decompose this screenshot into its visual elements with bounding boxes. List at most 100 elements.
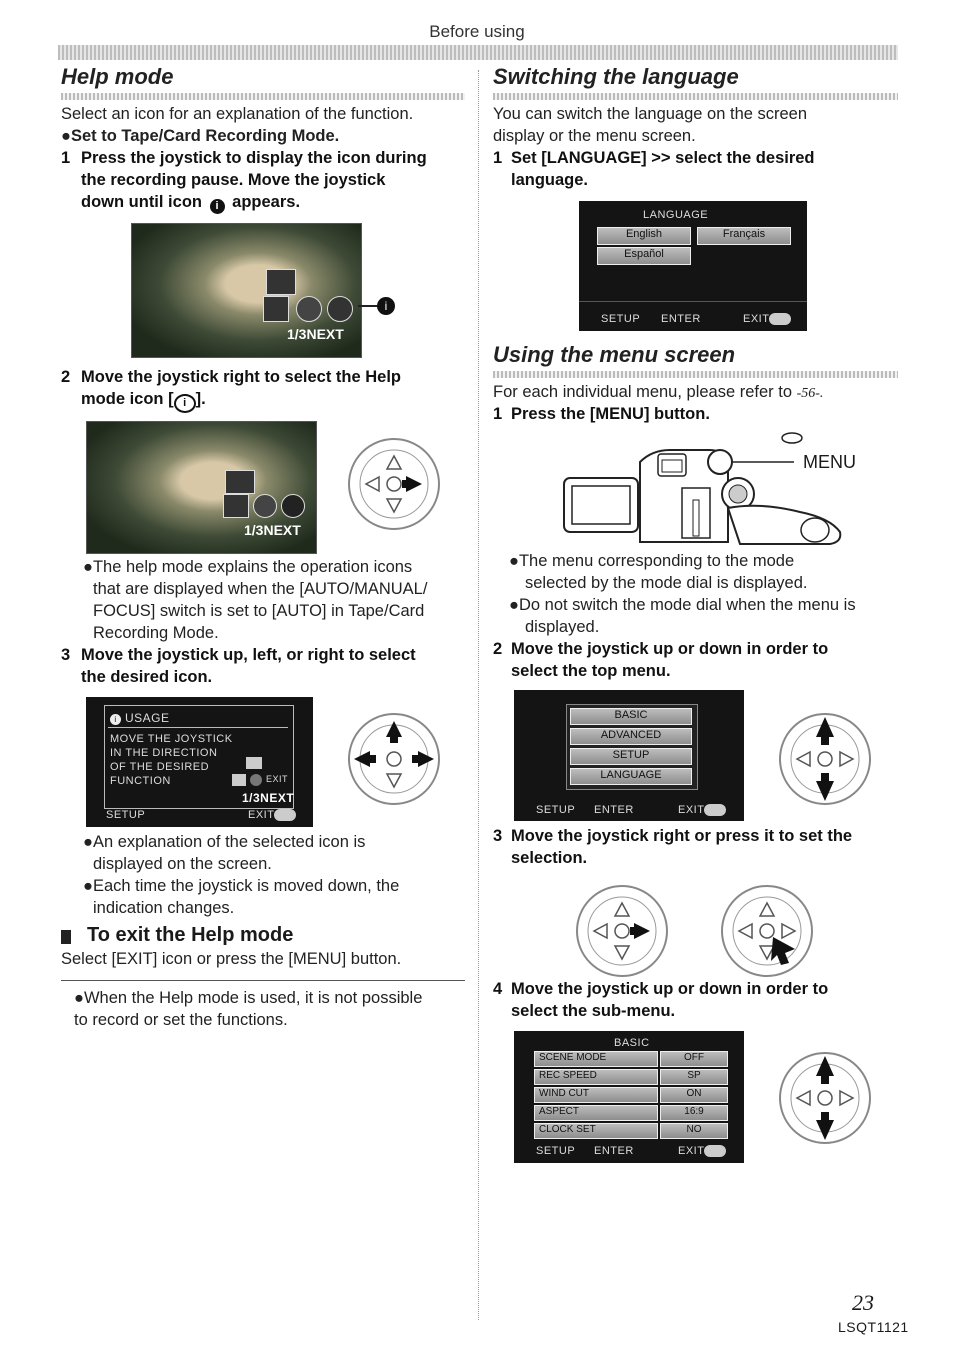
usage-header-text: USAGE: [125, 711, 170, 725]
joystick-right-icon-2: [576, 885, 668, 977]
sub-menu-item-value[interactable]: NO: [660, 1123, 728, 1139]
menu-step2-num: 2: [493, 640, 503, 658]
exit-help-text: Select [EXIT] icon or press the [MENU] b…: [61, 950, 402, 968]
help-bullet2-l2: displayed on the screen.: [93, 855, 272, 873]
help-step1-num: 1: [61, 149, 71, 167]
menu-intro-text: For each individual menu, please refer t…: [493, 383, 792, 401]
menu-step3-l2: selection.: [511, 849, 588, 867]
menu-bullet2-l2: displayed.: [525, 618, 600, 636]
help-bullet1-l4: Recording Mode.: [93, 624, 219, 642]
language-screen: LANGUAGE English Français Español SETUP …: [579, 201, 807, 331]
help-step1-line2: the recording pause. Move the joystick: [81, 171, 386, 189]
joystick-up-down-icon: [779, 713, 871, 805]
joystick-multi-direction-icon: [348, 713, 440, 805]
sub-menu-item-value[interactable]: 16:9: [660, 1105, 728, 1121]
sub-menu-footer-mid: ENTER: [594, 1145, 634, 1157]
menu-intro: For each individual menu, please refer t…: [493, 381, 823, 405]
menu-bullet1-l2: selected by the mode dial is displayed.: [525, 574, 808, 592]
joystick-press-icon: [721, 885, 813, 977]
sub-menu-item-label[interactable]: CLOCK SET: [534, 1123, 658, 1139]
language-intro-l1: You can switch the language on the scree…: [493, 105, 808, 123]
joystick-right-icon: [348, 438, 440, 530]
sub-menu-footer-left: SETUP: [536, 1145, 576, 1157]
sub-menu-item-value[interactable]: OFF: [660, 1051, 728, 1067]
exit-help-title: To exit the Help mode: [87, 924, 294, 946]
language-rule: [493, 93, 898, 100]
sub-menu-item-label[interactable]: WIND CUT: [534, 1087, 658, 1103]
help-bullet1-l3: FOCUS] switch is set to [AUTO] in Tape/C…: [93, 602, 425, 620]
language-option-english[interactable]: English: [597, 227, 691, 245]
top-menu-item-advanced[interactable]: ADVANCED: [570, 728, 692, 745]
usage-help-icon: [246, 757, 262, 769]
usage-footer-right: EXIT: [248, 809, 275, 821]
language-title: Switching the language: [493, 64, 739, 89]
help-mode-rule: [61, 93, 465, 100]
help-bullet1-l1: ●The help mode explains the operation ic…: [83, 558, 413, 576]
top-menu-footer-mid: ENTER: [594, 804, 634, 816]
language-footer-left: SETUP: [601, 313, 641, 325]
top-menu-menu-icon: [704, 804, 726, 816]
menu-step4-l2: select the sub-menu.: [511, 1002, 676, 1020]
help-mode-icon: i: [173, 394, 196, 413]
center-dot-icon: [296, 296, 322, 322]
language-footer-right: EXIT: [743, 313, 770, 325]
menu-title: Using the menu screen: [493, 342, 736, 367]
sub-menu-item-value[interactable]: SP: [660, 1069, 728, 1085]
top-menu-footer-right: EXIT: [678, 804, 705, 816]
help-step3-line1: Move the joystick up, left, or right to …: [81, 646, 416, 664]
language-option-francais[interactable]: Français: [697, 227, 791, 245]
help-step1-line3: down until icon i appears.: [81, 191, 300, 214]
card-icon: [263, 296, 289, 322]
menu-step3-l1: Move the joystick right or press it to s…: [511, 827, 853, 845]
usage-line4: FUNCTION: [110, 775, 171, 787]
sub-menu-item-label[interactable]: REC SPEED: [534, 1069, 658, 1085]
usage-header-rule: [108, 727, 288, 728]
sub-menu-header: BASIC: [614, 1037, 650, 1049]
menu-step1-num: 1: [493, 405, 503, 423]
sub-menu-item-label[interactable]: ASPECT: [534, 1105, 658, 1121]
callout-info-icon: i: [377, 297, 395, 315]
menu-step1-text: Press the [MENU] button.: [511, 405, 710, 423]
screen1-page-indicator: 1/3NEXT: [287, 326, 344, 342]
help-note-l1: ●When the Help mode is used, it is not p…: [74, 989, 423, 1007]
usage-info-icon: i: [110, 714, 121, 725]
menu-rule: [493, 371, 898, 378]
sub-menu-item-value[interactable]: ON: [660, 1087, 728, 1103]
language-option-espanol[interactable]: Español: [597, 247, 691, 265]
top-menu-item-language[interactable]: LANGUAGE: [570, 768, 692, 785]
help-mode-intro: Select an icon for an explanation of the…: [61, 105, 414, 123]
menu-bullet1-l1: ●The menu corresponding to the mode: [509, 552, 795, 570]
usage-header: i USAGE: [110, 711, 170, 725]
center-dot-icon-2: [253, 494, 277, 518]
exit-rule: [61, 980, 465, 981]
language-menu-icon: [769, 313, 791, 325]
language-footer-rule: [579, 301, 807, 302]
help-step2-line2-text: mode icon [: [81, 390, 174, 408]
help-step2-line2: mode icon [i].: [81, 388, 206, 413]
help-step3-line2: the desired icon.: [81, 668, 213, 686]
sub-menu-item-label[interactable]: SCENE MODE: [534, 1051, 658, 1067]
help-bullet1-l2: that are displayed when the [AUTO/MANUAL…: [93, 580, 428, 598]
page-number: 23: [852, 1290, 874, 1315]
card-icon-2: [223, 494, 249, 518]
help-mode-title: Help mode: [61, 64, 174, 89]
help-step1-line3-end: appears.: [232, 193, 301, 211]
screen2-page-indicator: 1/3NEXT: [244, 522, 301, 538]
header-bar: [58, 45, 898, 60]
exit-section-marker: [61, 930, 71, 944]
top-menu-item-setup[interactable]: SETUP: [570, 748, 692, 765]
column-divider: [478, 70, 479, 1320]
info-icon-screen: [327, 296, 353, 322]
language-step1-l1: Set [LANGUAGE] >> select the desired: [511, 149, 815, 167]
help-mode-set-mode: ●Set to Tape/Card Recording Mode.: [61, 127, 340, 145]
menu-bullet2-l1: ●Do not switch the mode dial when the me…: [509, 596, 856, 614]
joystick-up-down-icon-2: [779, 1052, 871, 1144]
help-step3-num: 3: [61, 646, 71, 664]
help-step2-num: 2: [61, 368, 71, 386]
language-step1-num: 1: [493, 149, 503, 167]
usage-footer-left: SETUP: [106, 809, 146, 821]
camera-screen-1: 1/3NEXT: [131, 223, 362, 358]
menu-intro-ref: -56-.: [796, 386, 824, 401]
top-menu-item-basic[interactable]: BASIC: [570, 708, 692, 725]
